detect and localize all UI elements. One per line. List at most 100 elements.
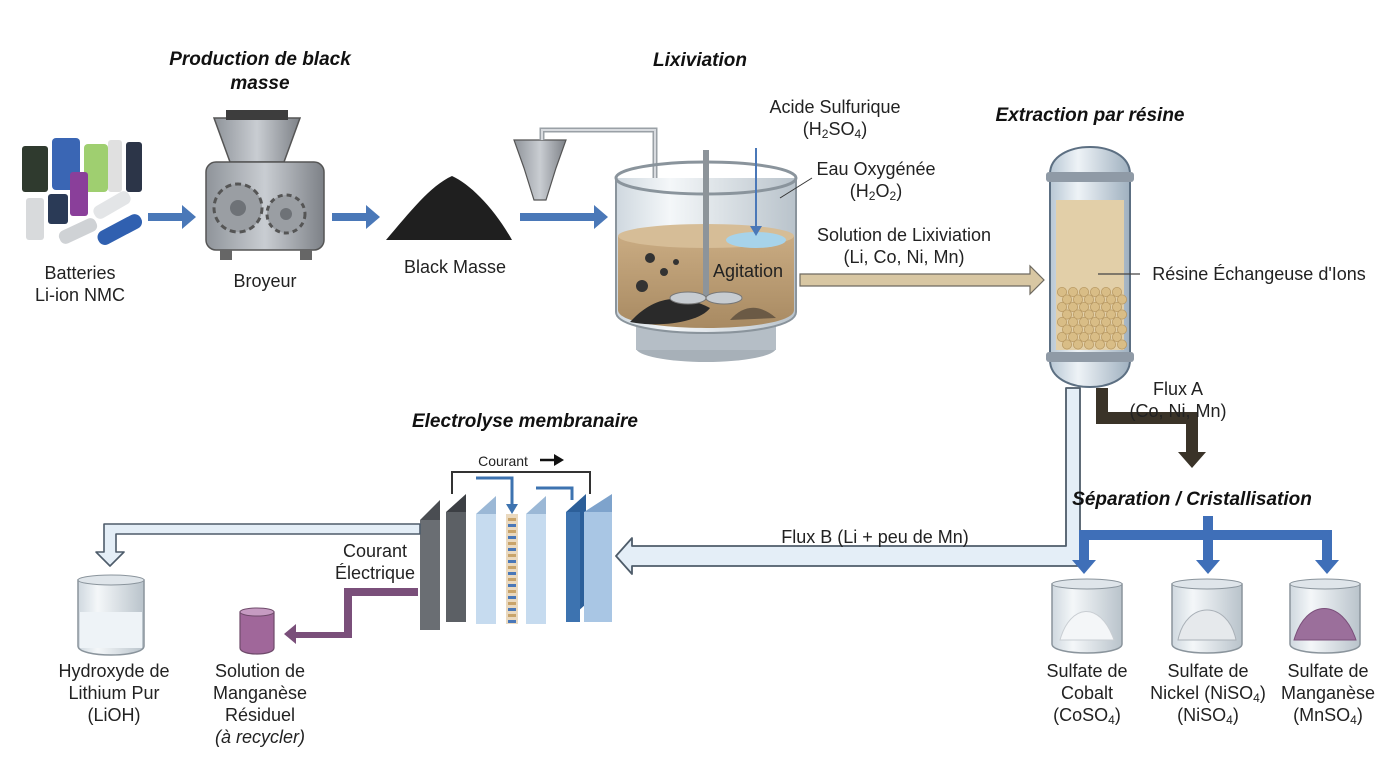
resin-bead xyxy=(1057,286,1068,297)
membrane-segment xyxy=(508,566,516,569)
resin-bead xyxy=(1062,294,1073,305)
resin-bead xyxy=(1079,316,1090,327)
resin-bead xyxy=(1112,286,1123,297)
resin-bead xyxy=(1057,331,1068,342)
resin-bead xyxy=(1090,301,1101,312)
resin-bead xyxy=(1068,331,1079,342)
membrane-segment xyxy=(508,584,516,587)
resin-bead xyxy=(1079,301,1090,312)
resin-bead xyxy=(1106,339,1117,350)
arrow-batteries-to-crusher xyxy=(148,205,196,229)
electrolysis-cell xyxy=(420,454,612,630)
membrane-segment xyxy=(508,572,516,575)
membrane-segment xyxy=(508,620,516,623)
resin-bead xyxy=(1095,324,1106,335)
membrane-segment xyxy=(508,578,516,581)
stage-title-separation: Séparation / Cristallisation xyxy=(1072,489,1312,510)
arrow-leach-solution xyxy=(799,264,1045,296)
membrane-segment xyxy=(508,530,516,533)
resin-bead xyxy=(1068,301,1079,312)
label-nickel-sulfate: Sulfate de Nickel (NiSO4) (NiSO4) xyxy=(1150,661,1266,727)
resin-bead xyxy=(1112,316,1123,327)
resin-column xyxy=(1046,146,1140,388)
label-crusher: Broyeur xyxy=(233,271,297,291)
resin-bead xyxy=(1057,316,1068,327)
resin-bead xyxy=(1073,339,1084,350)
membrane-segment xyxy=(508,614,516,617)
arrow-blackmass-to-reactor xyxy=(520,205,608,229)
membrane-segment xyxy=(508,542,516,545)
membrane-segment xyxy=(508,602,516,605)
membrane-segment xyxy=(508,596,516,599)
resin-bead xyxy=(1068,316,1079,327)
batteries-illustration xyxy=(22,138,143,245)
beaker-manganese-solution xyxy=(239,607,275,655)
label-flux-b: Flux B (Li + peu de Mn) xyxy=(781,527,969,547)
resin-bead xyxy=(1112,331,1123,342)
arrow-flux-b-rise xyxy=(1012,390,1064,558)
beaker-manganese-sulfate xyxy=(1289,578,1361,654)
resin-bead xyxy=(1090,316,1101,327)
resin-bead xyxy=(1095,294,1106,305)
separation-distribution xyxy=(1072,516,1339,574)
membrane-segment xyxy=(508,554,516,557)
resin-bead xyxy=(1062,309,1073,320)
arrow-lioh-outlet xyxy=(95,523,421,567)
leaching-reactor xyxy=(513,127,813,362)
resin-bead xyxy=(1106,324,1117,335)
resin-bead xyxy=(1062,324,1073,335)
membrane-segment xyxy=(508,608,516,611)
label-current-top: Courant xyxy=(478,453,528,469)
stage-title-resin: Extraction par résine xyxy=(995,105,1185,126)
stage-title-black-mass: Production de black masse xyxy=(169,49,351,94)
beaker-nickel-sulfate xyxy=(1171,578,1243,654)
label-agitation: Agitation xyxy=(712,261,784,281)
arrow-flux-b xyxy=(615,387,1081,575)
resin-bead xyxy=(1117,294,1128,305)
resin-bead xyxy=(1101,316,1112,327)
label-black-mass: Black Masse xyxy=(403,257,507,277)
resin-bead xyxy=(1095,309,1106,320)
membrane-segment xyxy=(508,548,516,551)
membrane-segment xyxy=(508,536,516,539)
resin-bead xyxy=(1084,294,1095,305)
resin-bead xyxy=(1062,339,1073,350)
label-hydrogen-peroxide: Eau Oxygénée (H2O2) xyxy=(816,159,936,203)
resin-bead xyxy=(1112,301,1123,312)
resin-bead xyxy=(1090,331,1101,342)
label-leach-solution: Solution de Lixiviation(Li, Co, Ni, Mn) xyxy=(816,225,992,267)
beaker-cobalt-sulfate xyxy=(1051,578,1123,654)
black-mass-pile xyxy=(386,176,512,240)
stage-title-leaching: Lixiviation xyxy=(653,50,747,71)
label-flux-a: Flux A(Co, Ni, Mn) xyxy=(1129,379,1227,421)
beaker-lioh xyxy=(77,574,145,656)
resin-bead xyxy=(1057,301,1068,312)
crusher-illustration xyxy=(205,110,325,260)
resin-bead xyxy=(1073,324,1084,335)
label-resin: Résine Échangeuse d'Ions xyxy=(1152,264,1366,284)
resin-bead xyxy=(1106,309,1117,320)
resin-bead xyxy=(1095,339,1106,350)
resin-bead xyxy=(1101,286,1112,297)
membrane-segment xyxy=(508,560,516,563)
resin-bead xyxy=(1117,309,1128,320)
resin-bead xyxy=(1073,309,1084,320)
stage-title-electrolysis: Electrolyse membranaire xyxy=(411,411,638,432)
resin-bead xyxy=(1101,331,1112,342)
resin-bead xyxy=(1117,324,1128,335)
arrow-flux-a xyxy=(1096,388,1206,468)
resin-bead xyxy=(1068,286,1079,297)
arrow-crusher-to-blackmass xyxy=(332,205,380,229)
resin-bead xyxy=(1117,339,1128,350)
membrane-segment xyxy=(508,590,516,593)
membrane-segment xyxy=(508,518,516,521)
resin-bead xyxy=(1090,286,1101,297)
resin-bead xyxy=(1079,331,1090,342)
arrow-manganese-outlet xyxy=(284,588,418,644)
resin-bead xyxy=(1079,286,1090,297)
